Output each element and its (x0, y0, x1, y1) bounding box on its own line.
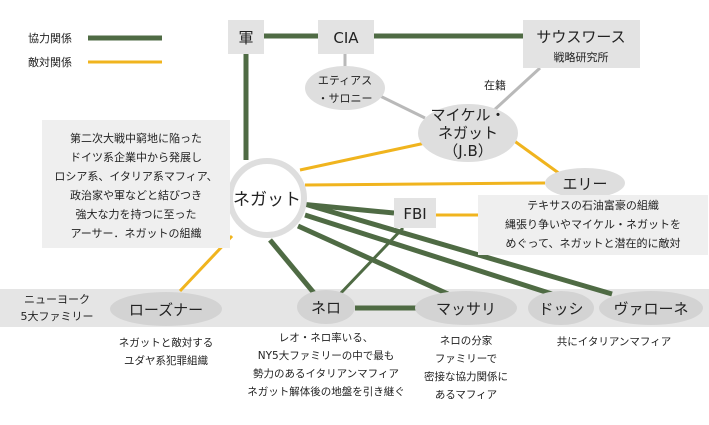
edge-etias-michael (377, 93, 426, 120)
edge-negat-varone (307, 202, 613, 297)
nero-label: ネロ (311, 299, 341, 317)
edge-southworth-michael (490, 66, 542, 114)
edge-negat-ellie (304, 181, 546, 187)
rosner-note-line-2: ユダヤ系犯罪組織 (124, 354, 208, 367)
edge-fbi-nero (338, 226, 405, 296)
negat-note-line-3: ロシア系、イタリア系マフィア、 (54, 170, 217, 183)
ellie-label: エリー (562, 175, 607, 193)
ellie-note-line-1: テキサスの石油富豪の組織 (527, 198, 659, 212)
army-box (228, 20, 264, 54)
ellie-note-line-3: めぐって、ネガットと潜在的に敵対 (506, 236, 681, 250)
etias-label-2: ・サロニー (318, 92, 373, 105)
massari-node (415, 291, 517, 325)
edge-negat-michael (299, 140, 431, 172)
dossi-varone-note: 共にイタリアンマフィア (557, 336, 671, 348)
cia-label: CIA (333, 29, 359, 47)
fbi-box (394, 198, 436, 228)
varone-label: ヴァローネ (613, 300, 688, 318)
dossi-node (528, 291, 594, 325)
nero-note-line-3: 勢力のあるイタリアンマフィア (253, 367, 399, 380)
massari-label: マッサリ (436, 300, 496, 318)
edge-michael-ellie (512, 138, 561, 176)
army-label: 軍 (238, 29, 253, 47)
etias-node (305, 66, 385, 110)
massari-note-line-4: あるマフィア (435, 389, 497, 401)
negat-note-line-2: ドイツ系企業中から発展し (70, 150, 202, 164)
edge-label-enrolled: 在籍 (484, 78, 506, 92)
negat-note-box (42, 120, 230, 248)
ellie-note-line-2: 縄張り争いやマイケル・ネガットを (505, 217, 681, 231)
edge-negat-nero (268, 238, 316, 295)
ellie-note-box (478, 195, 708, 255)
southworth-label-1: サウスワース (536, 28, 625, 46)
rosner-node (110, 292, 222, 326)
legend-cooperation-label: 協力関係 (28, 32, 72, 45)
michael-node (418, 104, 518, 162)
negat-note-line-6: アーサー．ネガットの組織 (70, 227, 201, 240)
michael-label-2: ネガット (438, 124, 498, 142)
dossi-label: ドッシ (538, 300, 583, 318)
nero-node (297, 290, 355, 324)
legend-hostile-label: 敵対関係 (28, 55, 72, 69)
nero-note-line-4: ネガット解体後の地盤を引き継ぐ (247, 385, 405, 398)
massari-note-line-3: 密接な協力関係に (424, 370, 508, 383)
fbi-label: FBI (403, 205, 426, 223)
southworth-box (523, 20, 640, 68)
negat-note-line-1: 第二次大戦中窮地に陥った (70, 131, 202, 145)
massari-note-line-2: ファミリーで (435, 353, 497, 365)
rosner-note-line-1: ネガットと敵対する (119, 336, 214, 349)
cia-box (318, 20, 374, 54)
massari-note-line-1: ネロの分家 (440, 334, 493, 347)
etias-label-1: エティアス (318, 74, 372, 87)
nero-note-line-2: NY5大ファミリーの中で最も (258, 349, 394, 362)
negat-note-line-5: 強大な力を持つに至った (76, 207, 197, 221)
rosner-label: ローズナー (129, 301, 203, 319)
negat-note-line-4: 政治家や軍などと結びつき (70, 188, 202, 202)
band-label-1: ニューヨーク (24, 293, 90, 306)
ellie-node (545, 168, 625, 198)
band-label-2: 5大ファミリー (21, 309, 94, 323)
michael-label-1: マイケル・ (430, 106, 505, 124)
michael-label-3: （J.B） (443, 142, 492, 160)
varone-node (599, 291, 703, 325)
nero-note-line-1: レオ・ネロ率いる、 (279, 331, 374, 344)
negat-label: ネガット (233, 190, 301, 210)
edge-negat-dossi (304, 212, 553, 297)
southworth-label-2: 戦略研究所 (554, 50, 609, 64)
